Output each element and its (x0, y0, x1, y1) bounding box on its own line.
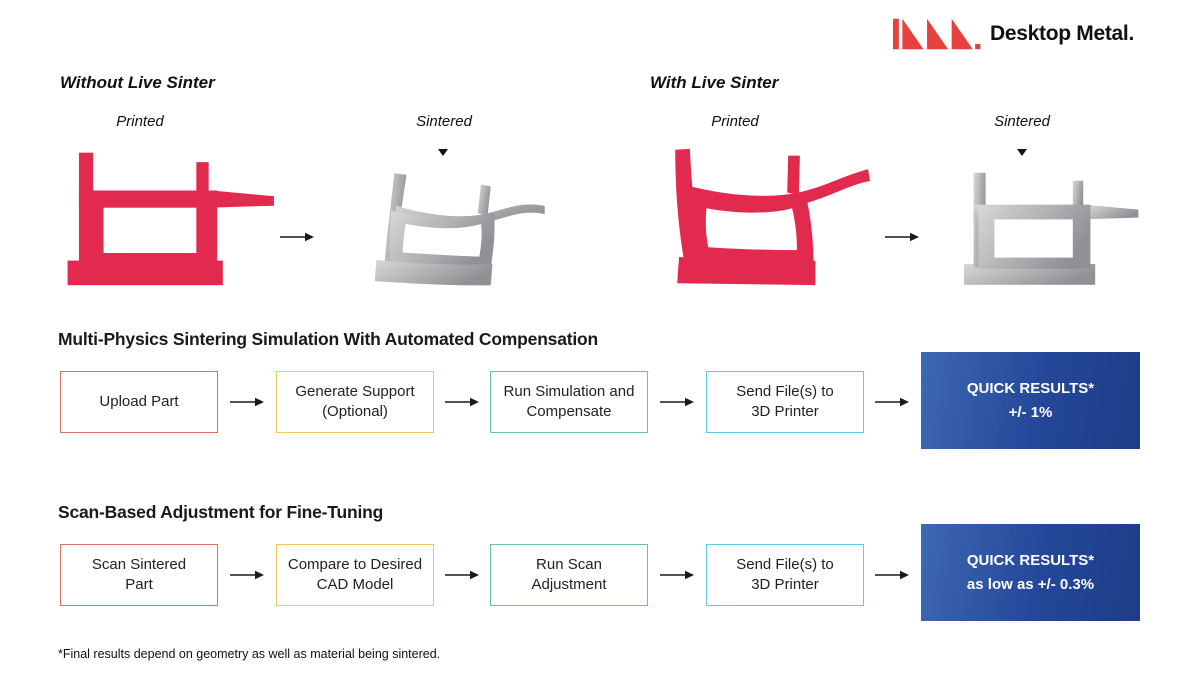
brand-logo: Desktop Metal. (893, 16, 1134, 52)
flow2-result-box: QUICK RESULTS* as low as +/- 0.3% (921, 524, 1140, 621)
flow2-title: Scan-Based Adjustment for Fine-Tuning (58, 502, 384, 522)
flow1-step-run-simulation: Run Simulation and Compensate (490, 371, 648, 433)
desktop-metal-mark-icon (893, 18, 981, 50)
triangle-down-icon (438, 149, 448, 156)
arrow-right-icon (445, 397, 479, 407)
sintered-part-warped-shape (374, 173, 545, 286)
arrow-right-icon (230, 397, 264, 407)
sintered-part-straight-shape (964, 172, 1139, 285)
arrow-right-icon (280, 232, 314, 242)
sintered-label-with: Sintered (994, 113, 1050, 130)
flow1-result-box: QUICK RESULTS* +/- 1% (921, 352, 1140, 449)
flow2-step-scan-part: Scan Sintered Part (60, 544, 218, 606)
printed-label-without: Printed (116, 113, 164, 130)
printed-part-straight-shape (67, 152, 274, 286)
brand-name: Desktop Metal. (990, 22, 1134, 45)
step-label: Generate Support (Optional) (295, 382, 415, 420)
flow2-step-run-scan-adjustment: Run Scan Adjustment (490, 544, 648, 606)
step-label: Scan Sintered Part (91, 555, 187, 593)
arrow-right-icon (875, 397, 909, 407)
flow1-step-upload-part: Upload Part (60, 371, 218, 433)
flow1-step-send-files: Send File(s) to 3D Printer (706, 371, 864, 433)
flow1-step-generate-support: Generate Support (Optional) (276, 371, 434, 433)
result-line1: QUICK RESULTS* (966, 552, 1095, 570)
step-label: Send File(s) to 3D Printer (736, 382, 834, 420)
step-label: Send File(s) to 3D Printer (736, 555, 834, 593)
without-live-sinter-title: Without Live Sinter (60, 73, 215, 92)
arrow-right-icon (875, 570, 909, 580)
triangle-down-icon (1017, 149, 1027, 156)
sintered-label-without: Sintered (416, 113, 472, 130)
step-label: Run Simulation and Compensate (503, 382, 635, 420)
footnote: *Final results depend on geometry as wel… (58, 647, 441, 661)
result-line1: QUICK RESULTS* (966, 380, 1095, 398)
result-line2: +/- 1% (1008, 403, 1053, 421)
printed-label-with: Printed (711, 113, 759, 130)
flow2-step-send-files: Send File(s) to 3D Printer (706, 544, 864, 606)
flow2-step-compare-cad: Compare to Desired CAD Model (276, 544, 434, 606)
step-label: Compare to Desired CAD Model (287, 555, 423, 593)
step-label: Run Scan Adjustment (531, 555, 607, 593)
step-label: Upload Part (99, 392, 179, 410)
flow1-title: Multi-Physics Sintering Simulation With … (58, 329, 599, 349)
printed-part-compensated-shape (675, 148, 870, 286)
arrow-right-icon (885, 232, 919, 242)
result-line2: as low as +/- 0.3% (966, 575, 1095, 593)
with-live-sinter-title: With Live Sinter (650, 73, 779, 92)
arrow-right-icon (445, 570, 479, 580)
arrow-right-icon (660, 397, 694, 407)
arrow-right-icon (230, 570, 264, 580)
arrow-right-icon (660, 570, 694, 580)
